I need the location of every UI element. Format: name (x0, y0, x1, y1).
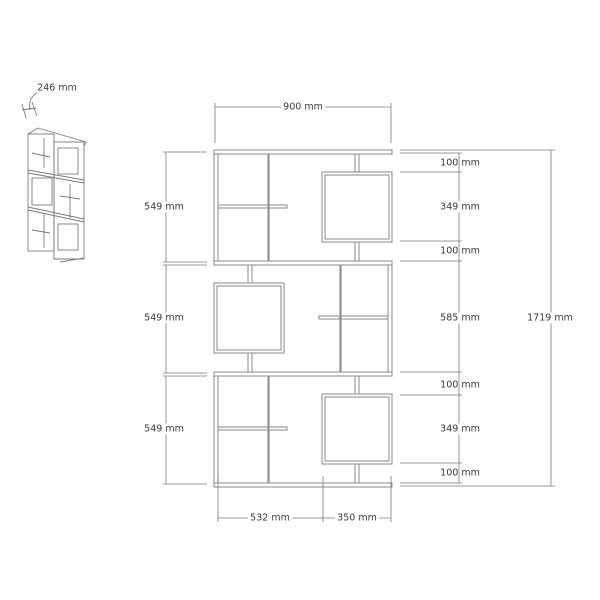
front-elevation (213, 149, 393, 488)
right-dim-box-top-label: 349 mm (438, 201, 482, 213)
shelf-1 (217, 204, 288, 209)
post-1b (354, 241, 360, 262)
shelf-2 (318, 315, 389, 320)
left-side-panel-1 (213, 153, 219, 262)
post-3a (354, 375, 360, 395)
right-dim-middle-label: 585 mm (438, 312, 482, 324)
isometric-thumbnail (21, 92, 87, 263)
right-dim-gap-4-label: 100 mm (440, 467, 480, 479)
box-top (321, 171, 393, 243)
right-dim-gap-2-label: 100 mm (440, 245, 480, 257)
bottom-dim-box-label: 350 mm (335, 512, 379, 524)
overall-height-label: 1719 mm (525, 312, 575, 324)
depth-label: 246 mm (37, 82, 77, 94)
bottom-panel (213, 482, 393, 488)
left-dim-middle-label: 549 mm (142, 312, 186, 324)
box-middle (213, 282, 285, 354)
overall-width-label: 900 mm (281, 101, 325, 113)
right-dim-gap-3-label: 100 mm (440, 379, 480, 391)
bottom-dim-open-label: 532 mm (248, 512, 292, 524)
box-bottom (321, 393, 393, 465)
right-dim-gap-1-label: 100 mm (440, 157, 480, 169)
divider-panel-2 (213, 371, 393, 377)
post-2b (247, 352, 253, 373)
left-side-panel-3 (213, 375, 219, 484)
post-3b (354, 463, 360, 484)
post-1a (354, 153, 360, 173)
divider-panel-1 (213, 260, 393, 266)
top-panel (213, 149, 393, 155)
shelf-3 (217, 426, 288, 431)
post-2a (247, 264, 253, 284)
left-dim-bottom-label: 549 mm (142, 423, 186, 435)
right-dim-box-bottom-label: 349 mm (438, 423, 482, 435)
left-dim-top-label: 549 mm (142, 201, 186, 213)
right-side-panel-2 (387, 264, 393, 373)
